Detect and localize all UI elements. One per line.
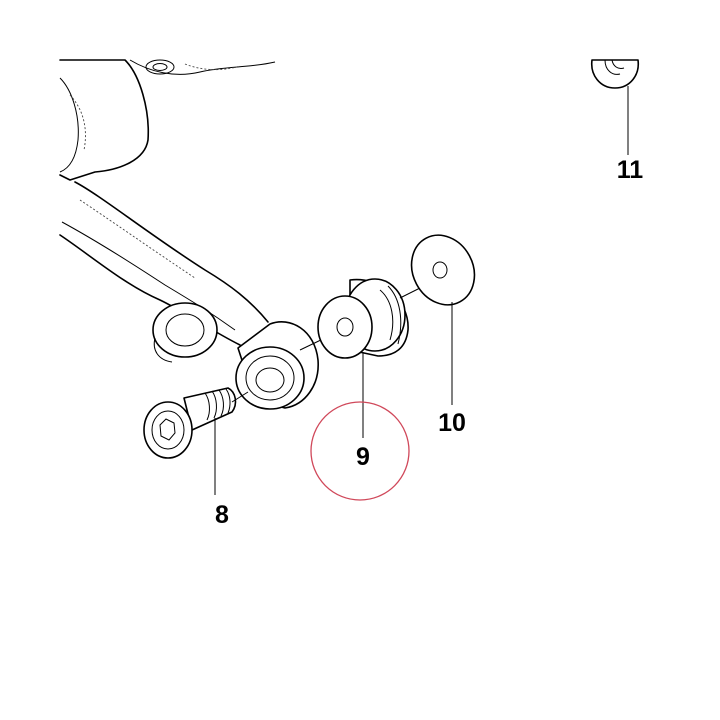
washer-part-11 xyxy=(590,59,640,89)
swing-arm-housing xyxy=(59,59,319,410)
callout-8: 8 xyxy=(215,501,229,529)
spacer-part-9 xyxy=(299,278,433,359)
washer-part-10 xyxy=(410,234,476,306)
callout-10: 10 xyxy=(438,409,466,437)
callout-11: 11 xyxy=(617,156,644,184)
callout-9: 9 xyxy=(356,443,370,471)
highlight-circle xyxy=(310,401,410,501)
bolt-part-8 xyxy=(143,387,249,459)
